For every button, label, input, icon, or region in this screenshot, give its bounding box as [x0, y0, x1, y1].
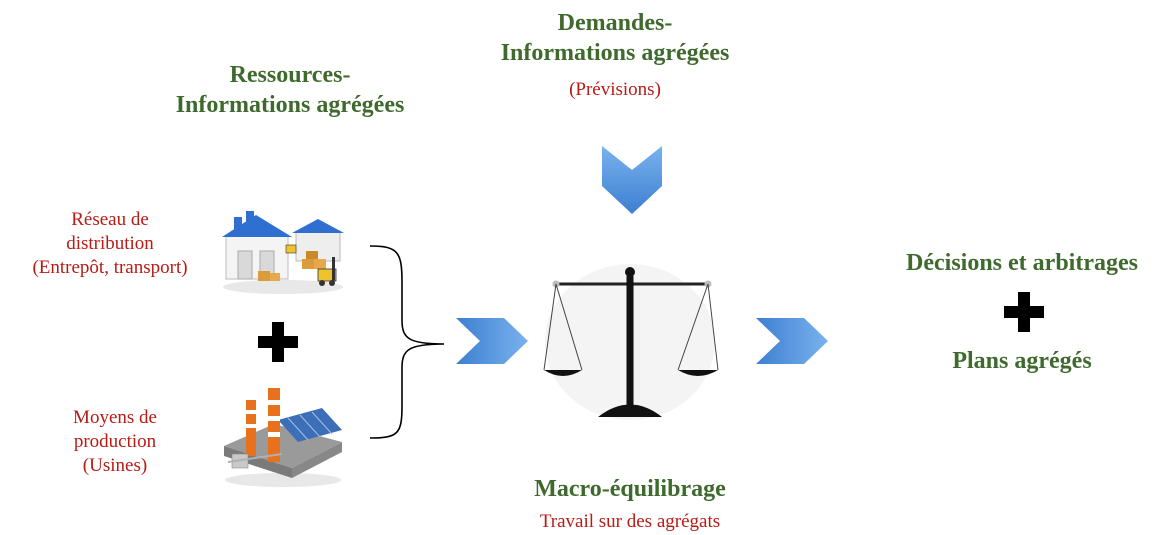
- curly-brace: [369, 245, 445, 439]
- resources-title: Ressources- Informations agrégées: [110, 60, 470, 120]
- production-line2: production: [73, 431, 157, 452]
- balance-title: Macro-équilibrage: [534, 476, 726, 502]
- production-label: Moyens de production (Usines): [30, 406, 200, 478]
- balance-subtitle: Travail sur des agrégats: [539, 511, 721, 532]
- distribution-line1: Réseau de: [71, 209, 149, 230]
- distribution-line2: distribution: [66, 233, 154, 254]
- factory-icon: [224, 388, 342, 487]
- chevron-down-icon: [602, 146, 662, 214]
- distribution-label: Réseau de distribution (Entrepôt, transp…: [0, 208, 220, 280]
- demand-title-line1: Demandes-: [557, 10, 673, 36]
- demand-title: Demandes- Informations agrégées: [430, 8, 800, 68]
- warehouse-icon: [222, 211, 344, 294]
- resources-title-line1: Ressources-: [229, 62, 351, 88]
- resources-title-line2: Informations agrégées: [175, 92, 405, 118]
- demand-subtitle: (Prévisions): [569, 79, 661, 100]
- demand-title-line2: Informations agrégées: [500, 40, 730, 66]
- chevron-right-icon: [456, 318, 528, 364]
- output-decisions: Décisions et arbitrages: [906, 250, 1138, 276]
- production-line1: Moyens de: [73, 407, 157, 428]
- plus-icon: [1004, 292, 1044, 332]
- plus-icon: [258, 322, 298, 362]
- production-line3: (Usines): [82, 455, 148, 476]
- scale-icon: [543, 264, 719, 420]
- distribution-line3: (Entrepôt, transport): [32, 257, 188, 278]
- output-plans: Plans agrégés: [952, 348, 1092, 374]
- chevron-right-icon: [756, 318, 828, 364]
